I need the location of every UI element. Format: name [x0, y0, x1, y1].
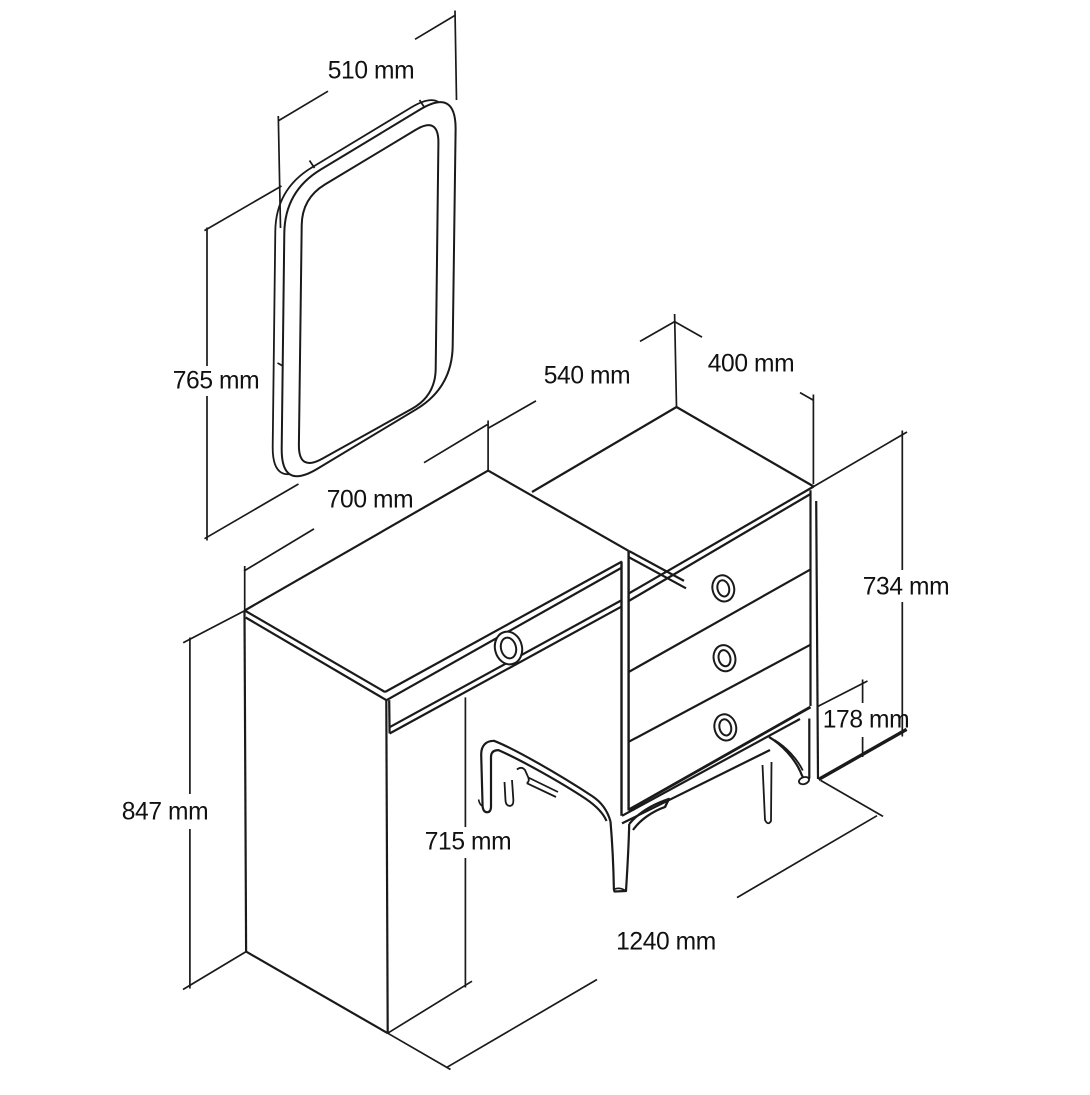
svg-text:178 mm: 178 mm — [823, 707, 909, 734]
svg-text:700 mm: 700 mm — [327, 487, 413, 514]
svg-text:510 mm: 510 mm — [328, 58, 414, 85]
svg-text:734 mm: 734 mm — [863, 574, 949, 601]
svg-text:540 mm: 540 mm — [544, 363, 630, 390]
svg-text:847 mm: 847 mm — [122, 799, 208, 826]
svg-text:765 mm: 765 mm — [173, 368, 259, 395]
svg-text:715 mm: 715 mm — [425, 829, 511, 856]
svg-text:400 mm: 400 mm — [708, 351, 794, 378]
svg-text:1240 mm: 1240 mm — [616, 929, 716, 956]
